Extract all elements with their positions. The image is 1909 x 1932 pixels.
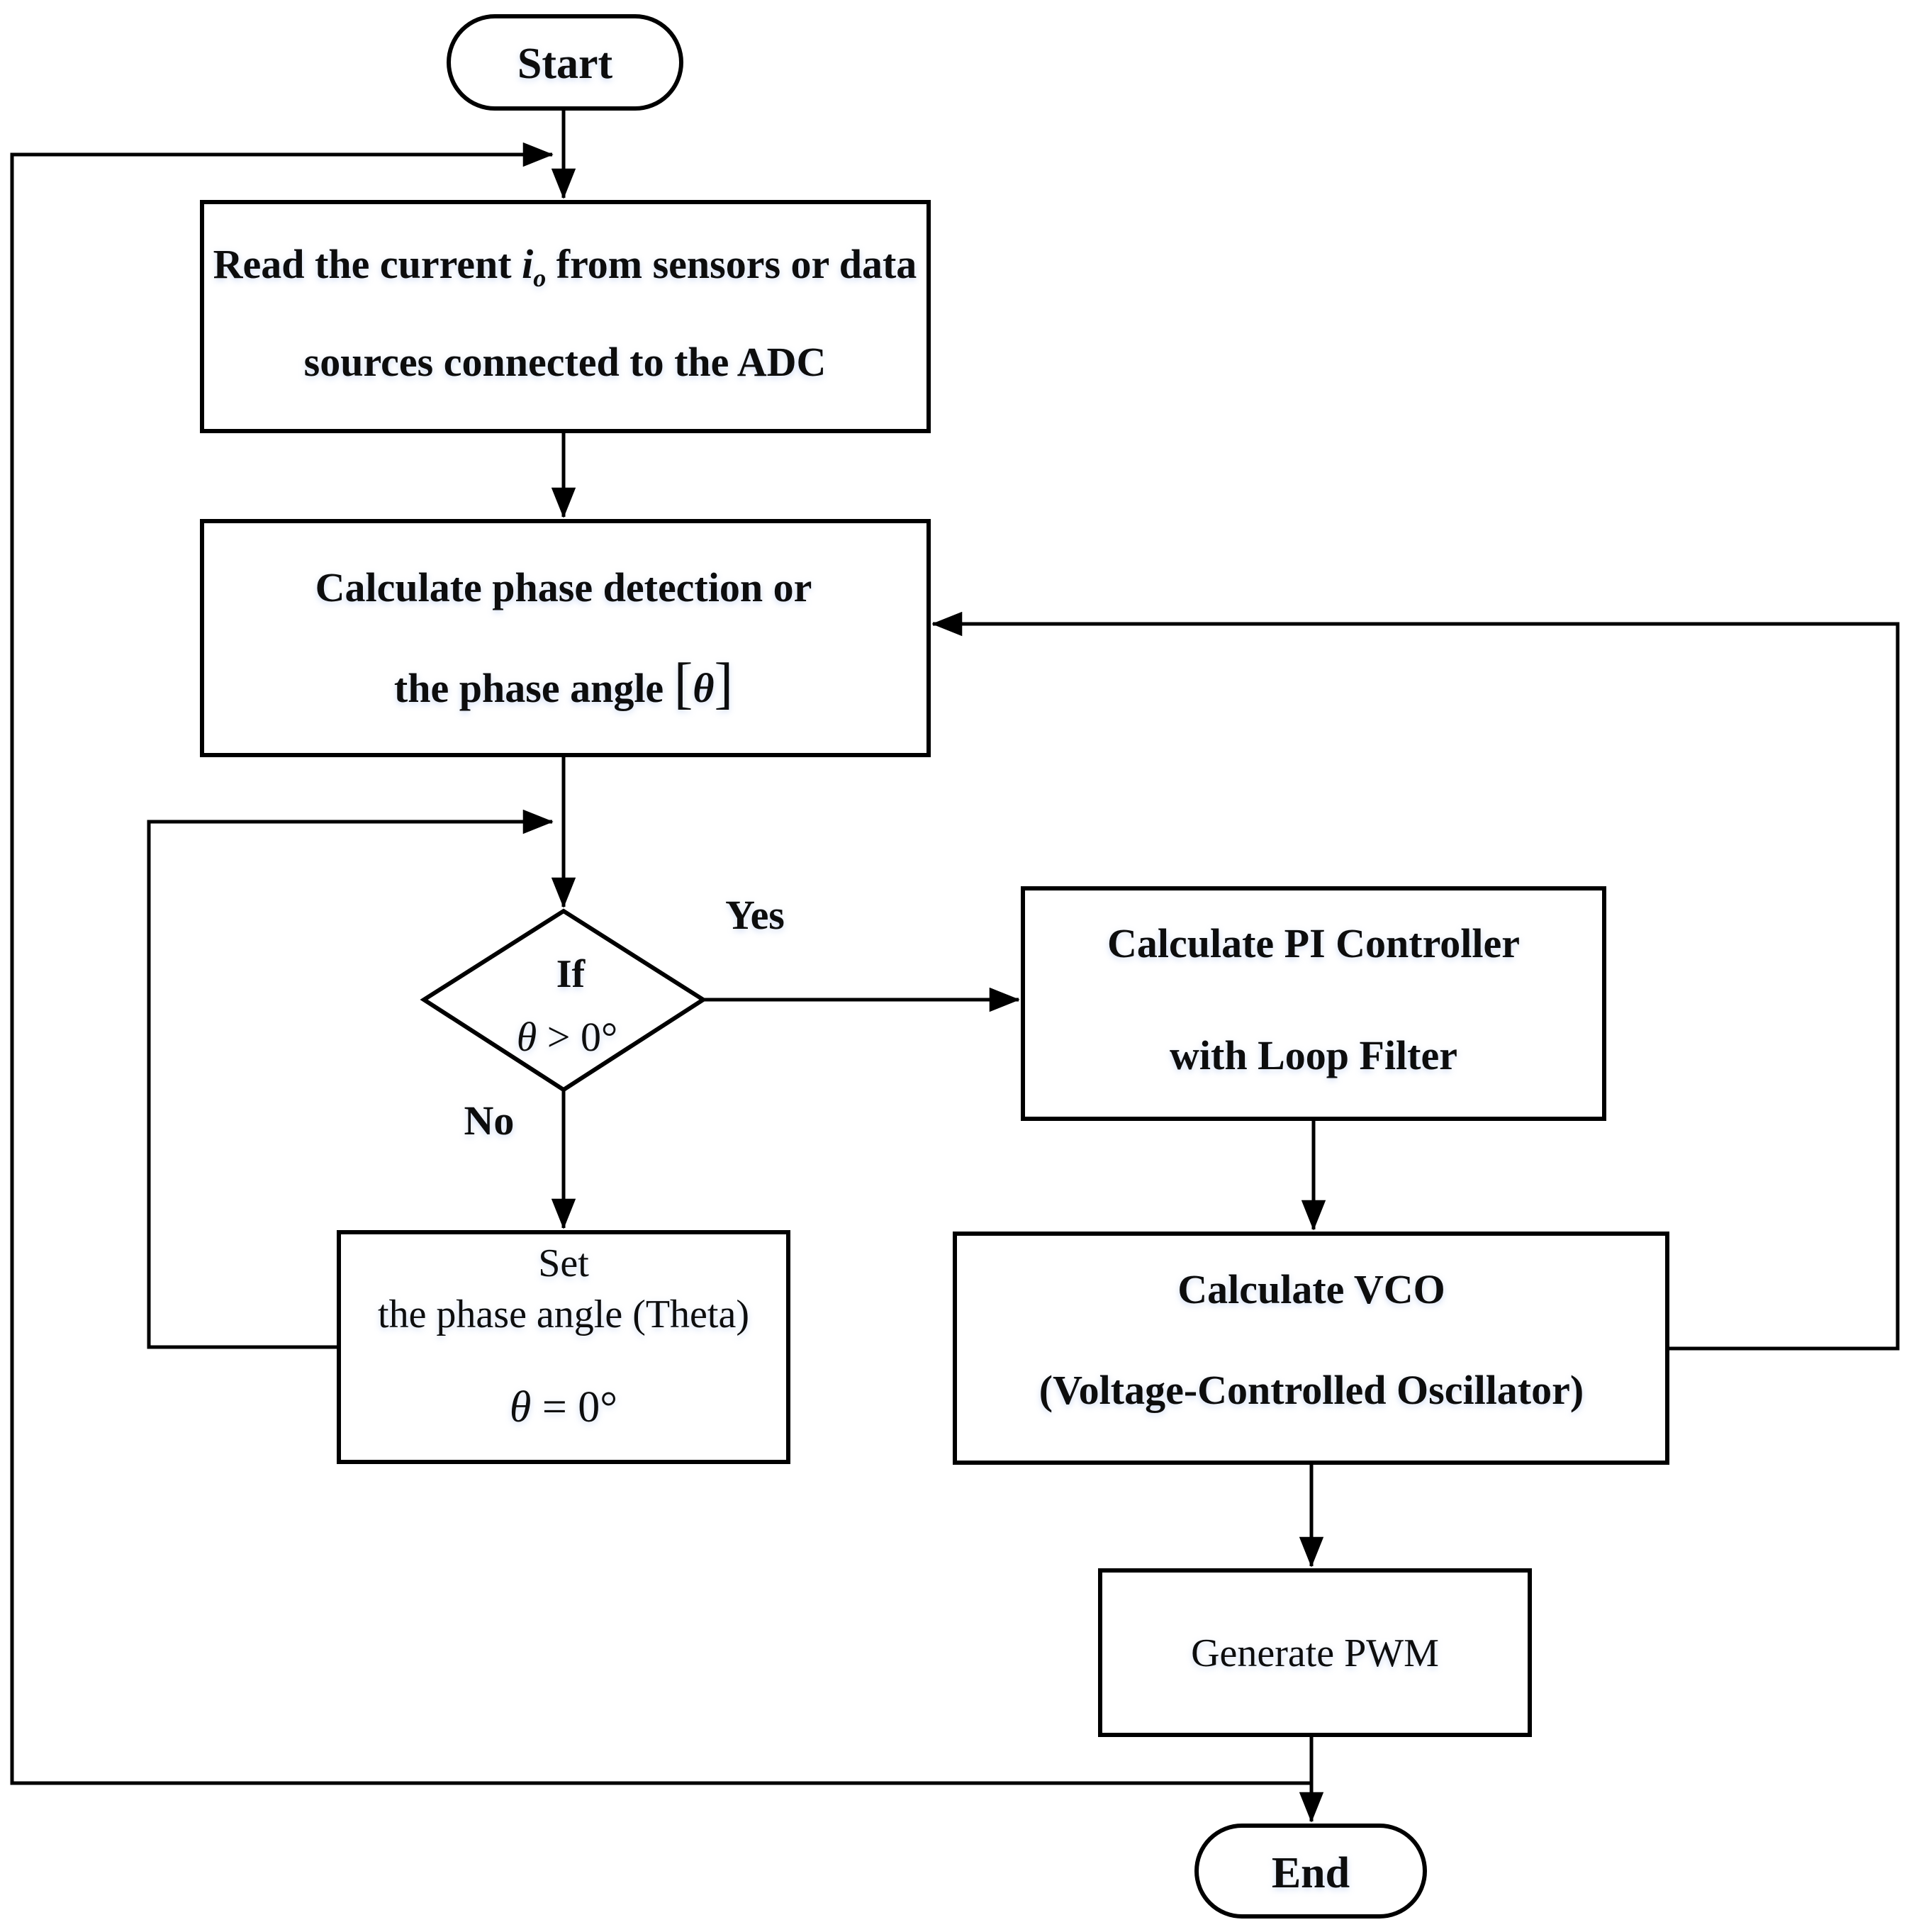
edges: Yes No bbox=[10, 108, 1900, 1823]
calc-line2-close-bracket: ] bbox=[714, 652, 733, 715]
start-label: Start bbox=[517, 40, 613, 88]
pi-line2: with Loop Filter bbox=[1170, 1032, 1457, 1078]
calc-phase-line1: Calculate phase detection or bbox=[315, 564, 812, 610]
calc-phase-line2: the phase angle [θ] bbox=[394, 652, 733, 715]
read-current-line2: sources connected to the ADC bbox=[304, 339, 827, 385]
set-theta-box bbox=[337, 1230, 790, 1464]
edge-outer-loop-pwm-to-read bbox=[10, 142, 1311, 1785]
read-line1-sub: o bbox=[533, 264, 546, 292]
edge-feedback-vco-to-calc bbox=[931, 611, 1900, 1351]
read-current-line1: Read the current io from sensors or data bbox=[213, 241, 917, 292]
start-node bbox=[447, 14, 683, 111]
decision-condition: θ > 0° bbox=[517, 1014, 617, 1060]
read-line1-post: from sensors or data bbox=[546, 241, 917, 287]
end-label: End bbox=[1272, 1849, 1350, 1897]
set-line2: the phase angle (Theta) bbox=[378, 1292, 749, 1336]
yes-label: Yes bbox=[725, 892, 785, 938]
edge-inner-loop-set-to-decision bbox=[147, 809, 554, 1349]
read-line1-var: i bbox=[522, 241, 533, 287]
set-eq-rest: = 0° bbox=[531, 1383, 617, 1431]
set-equation: θ = 0° bbox=[510, 1383, 617, 1431]
calc-line2-theta: θ bbox=[693, 665, 714, 711]
pwm-label: Generate PWM bbox=[1191, 1631, 1439, 1675]
decision-keyword: If bbox=[556, 952, 586, 996]
generate-pwm-box bbox=[1098, 1568, 1532, 1737]
set-line1: Set bbox=[538, 1241, 589, 1285]
read-line1-pre: Read the current bbox=[213, 241, 522, 287]
calc-line2-open-bracket: [ bbox=[674, 652, 693, 715]
decision-cond-rest: > 0° bbox=[537, 1014, 617, 1060]
end-node bbox=[1194, 1824, 1427, 1919]
pi-controller-box bbox=[1021, 886, 1606, 1121]
nodes: Start Read the current io from sensors o… bbox=[200, 14, 1669, 1919]
read-current-box bbox=[200, 200, 931, 433]
decision-diamond bbox=[420, 908, 707, 1093]
pi-line1: Calculate PI Controller bbox=[1107, 920, 1520, 966]
no-label: No bbox=[464, 1098, 515, 1144]
set-theta-symbol: θ bbox=[510, 1383, 531, 1431]
vco-line2: (Voltage-Controlled Oscillator) bbox=[1039, 1367, 1584, 1413]
vco-line1: Calculate VCO bbox=[1177, 1266, 1445, 1312]
vco-box bbox=[953, 1232, 1669, 1465]
calc-line2-pre: the phase angle bbox=[394, 665, 674, 711]
decision-theta: θ bbox=[517, 1014, 537, 1060]
calc-phase-box bbox=[200, 519, 931, 757]
